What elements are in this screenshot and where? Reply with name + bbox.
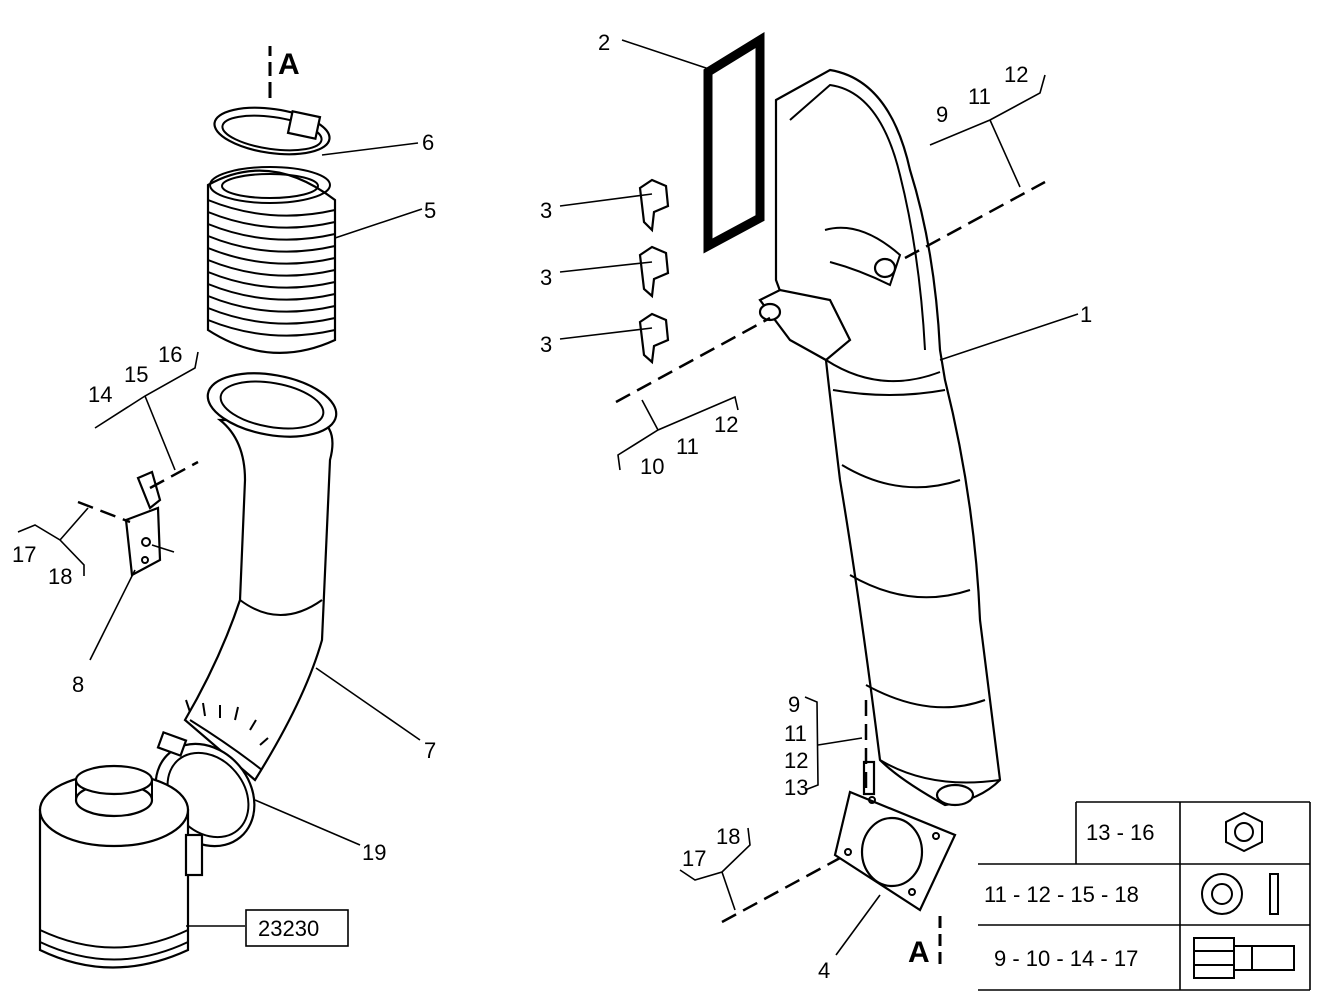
section-marker-top: A bbox=[268, 46, 300, 98]
callout-17-left: 17 bbox=[12, 542, 36, 567]
callout-7: 7 bbox=[424, 738, 436, 763]
callout-3-c: 3 bbox=[540, 332, 552, 357]
callout-5: 5 bbox=[424, 198, 436, 223]
bellows-part bbox=[206, 166, 337, 354]
svg-text:23230: 23230 bbox=[258, 916, 319, 941]
callout-17-bottom: 17 bbox=[682, 846, 706, 871]
section-marker-bottom: A bbox=[908, 916, 942, 969]
clamp-ring-part bbox=[213, 106, 331, 156]
bracket-part bbox=[124, 470, 175, 577]
assembly-axis-lines bbox=[77, 180, 1046, 924]
callout-14: 14 bbox=[88, 382, 112, 407]
callout-1: 1 bbox=[1080, 302, 1092, 327]
callout-16: 16 bbox=[158, 342, 182, 367]
table-row-1-parts: 13 - 16 bbox=[1086, 820, 1155, 845]
table-row-3-parts: 9 - 10 - 14 - 17 bbox=[994, 946, 1138, 971]
hex-nut-icon bbox=[1225, 811, 1263, 853]
callout-18-left: 18 bbox=[48, 564, 72, 589]
air-filter-canister bbox=[38, 764, 204, 969]
callout-10-middle: 10 bbox=[640, 454, 664, 479]
callout-11-upper: 11 bbox=[968, 84, 991, 109]
callout-2: 2 bbox=[598, 30, 610, 55]
reference-box: 23230 bbox=[245, 909, 349, 947]
callout-11-middle: 11 bbox=[676, 434, 699, 459]
callout-4: 4 bbox=[818, 958, 830, 983]
callout-6: 6 bbox=[422, 130, 434, 155]
callout-9-upper: 9 bbox=[936, 102, 948, 127]
clip-part-b bbox=[638, 245, 670, 299]
callout-15: 15 bbox=[124, 362, 148, 387]
callout-12-upper: 12 bbox=[1004, 62, 1028, 87]
fastener-legend-table: 13 - 16 11 - 12 - 15 - 18 9 - 10 - 14 - … bbox=[978, 801, 1311, 991]
clip-part-a bbox=[638, 178, 670, 233]
table-row-2-parts: 11 - 12 - 15 - 18 bbox=[984, 882, 1139, 907]
intake-duct-part bbox=[758, 68, 1002, 807]
mounting-plate-part bbox=[833, 760, 957, 912]
callout-3-b: 3 bbox=[540, 265, 552, 290]
callout-9-lower: 9 bbox=[788, 692, 800, 717]
callout-8: 8 bbox=[72, 672, 84, 697]
washer-icon bbox=[1201, 873, 1279, 915]
callout-12-middle: 12 bbox=[714, 412, 738, 437]
svg-text:A: A bbox=[908, 936, 930, 969]
callout-19: 19 bbox=[362, 840, 386, 865]
callout-12-lower: 12 bbox=[784, 748, 808, 773]
callout-13-lower: 13 bbox=[784, 775, 808, 800]
leader-lines bbox=[17, 39, 1079, 956]
clip-part-c bbox=[638, 312, 670, 365]
callout-18-bottom: 18 bbox=[716, 824, 740, 849]
callout-3-a: 3 bbox=[540, 198, 552, 223]
gasket-part bbox=[703, 31, 765, 254]
elbow-pipe-part bbox=[183, 372, 338, 782]
svg-text:A: A bbox=[278, 48, 300, 81]
callout-11-lower: 11 bbox=[784, 721, 807, 746]
hex-bolt-icon bbox=[1193, 937, 1295, 979]
